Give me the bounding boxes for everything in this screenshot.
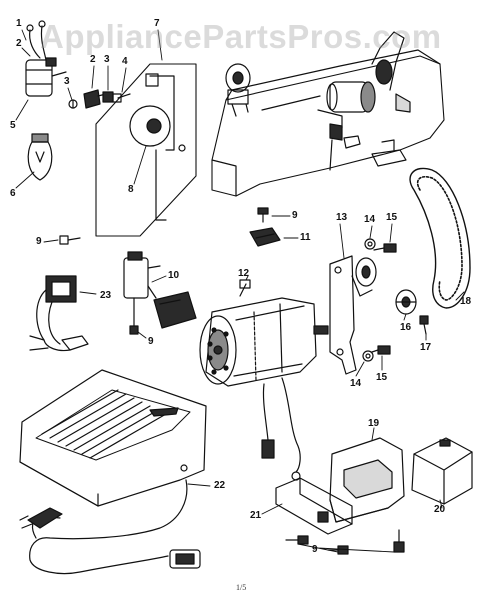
body-spool-assembly <box>225 63 251 117</box>
foot-controller-22 <box>19 369 207 575</box>
body-small-parts <box>329 123 407 167</box>
callout-16: 16 <box>400 322 412 333</box>
screw-17 <box>419 315 429 335</box>
callout-15-top: 15 <box>386 212 398 223</box>
callout-8: 8 <box>128 184 134 195</box>
screw-15-bottom <box>371 345 391 355</box>
callout-14-top: 14 <box>364 214 376 225</box>
screw-9-center <box>257 207 269 223</box>
callout-23: 23 <box>100 290 112 301</box>
callout-12: 12 <box>238 268 250 279</box>
callout-1: 1 <box>16 18 22 29</box>
mount-bracket-19 <box>329 437 405 523</box>
drive-belt-18 <box>409 167 471 309</box>
speed-control-8 <box>129 73 186 221</box>
callout-9-left: 9 <box>36 236 42 247</box>
callout-6: 6 <box>10 188 16 199</box>
callout-3: 3 <box>104 54 110 65</box>
washer-14-bottom <box>362 350 374 362</box>
motor-bracket-13 <box>329 255 377 375</box>
callout-2: 2 <box>16 38 22 49</box>
cover-20 <box>411 437 473 505</box>
body-belt-pulley <box>371 31 411 113</box>
callout-20: 20 <box>434 504 446 515</box>
callout-13: 13 <box>336 212 348 223</box>
pulley-16 <box>395 289 417 315</box>
page-number: 1/5 <box>236 583 247 592</box>
callout-10: 10 <box>168 270 180 281</box>
callout-15-bottom: 15 <box>376 372 388 383</box>
callout-22: 22 <box>214 480 226 491</box>
callout-4: 4 <box>122 56 128 67</box>
callout-11: 11 <box>300 232 311 243</box>
machine-body-outline <box>211 49 445 197</box>
callout-14-bottom: 14 <box>350 378 362 389</box>
screw-15-top <box>373 243 397 253</box>
nut-3 <box>102 91 114 103</box>
control-box-7 <box>95 63 197 237</box>
lamp-socket <box>25 57 67 97</box>
body-motor-bracket <box>317 81 376 129</box>
callout-19: 19 <box>368 418 380 429</box>
watermark-text: AppliancePartsPros.com <box>40 18 442 55</box>
light-bulb <box>27 133 53 181</box>
callout-2b: 2 <box>90 54 96 65</box>
clip-11 <box>249 227 281 247</box>
holder-21 <box>275 477 353 535</box>
callout-17: 17 <box>420 342 432 353</box>
leader-lines <box>15 29 465 553</box>
callout-9-bottom: 9 <box>312 544 318 555</box>
callout-21: 21 <box>250 510 262 521</box>
callout-5: 5 <box>10 120 16 131</box>
screw-3 <box>68 99 78 109</box>
motor-plate <box>153 291 197 329</box>
callout-7: 7 <box>154 18 160 29</box>
callout-9-connector: 9 <box>148 336 154 347</box>
callout-9-center: 9 <box>292 210 298 221</box>
washer-14-top <box>364 238 376 250</box>
screw-9-left <box>59 235 81 245</box>
lamp-cord-leads <box>26 20 47 61</box>
connector-10 <box>123 251 161 335</box>
callout-3-left: 3 <box>64 76 70 87</box>
screws-9-bottom <box>285 529 405 555</box>
callout-18: 18 <box>460 296 472 307</box>
terminal-block-23 <box>29 275 89 352</box>
motor-12 <box>199 279 329 481</box>
